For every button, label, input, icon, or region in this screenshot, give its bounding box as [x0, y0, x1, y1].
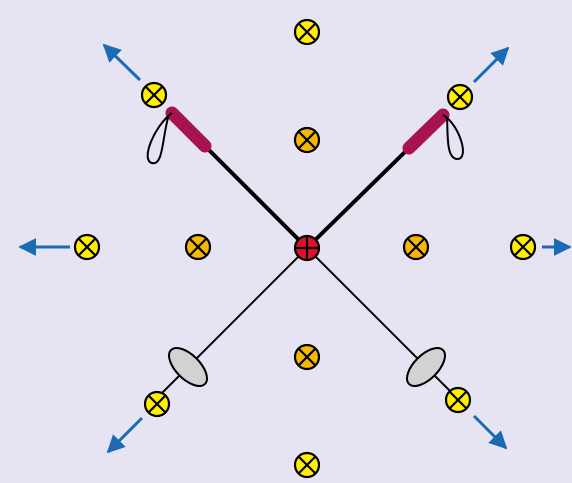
pole-strap-upper-left — [146, 112, 173, 165]
outer-marker-icon-7 — [444, 386, 472, 414]
inner-marker-icon-4 — [293, 343, 321, 371]
ski-pole-upper-left — [146, 106, 309, 250]
outer-marker-icon-3 — [446, 83, 474, 111]
outer-marker-icon-2 — [140, 81, 168, 109]
center-marker-icon — [293, 234, 321, 262]
ski-pole-lower-left — [157, 247, 308, 398]
arrow-icon-up-left — [102, 43, 142, 82]
pole-basket-lower-left — [168, 347, 208, 387]
inner-marker-icon-2 — [184, 233, 212, 261]
pole-basket-lower-right — [406, 347, 446, 387]
arrow-icon-down-right — [472, 414, 508, 450]
outer-marker-icon-5 — [509, 233, 537, 261]
outer-marker-icon-8 — [293, 451, 321, 479]
markers — [73, 18, 537, 479]
arrow-icon-up-right — [472, 46, 510, 84]
outer-marker-icon-6 — [143, 390, 171, 418]
ski-pole-upper-right — [305, 108, 464, 250]
pole-strap-upper-right — [442, 114, 464, 161]
outer-marker-icon-1 — [293, 18, 321, 46]
inner-marker-icon-1 — [293, 126, 321, 154]
arrow-icon-down-left — [106, 416, 144, 454]
outer-marker-icon-4 — [73, 233, 101, 261]
inner-marker-icon-3 — [402, 233, 430, 261]
pole-handle-upper-right — [402, 108, 450, 155]
pole-handle-upper-left — [165, 106, 212, 153]
ski-pole-lower-right — [306, 247, 457, 398]
